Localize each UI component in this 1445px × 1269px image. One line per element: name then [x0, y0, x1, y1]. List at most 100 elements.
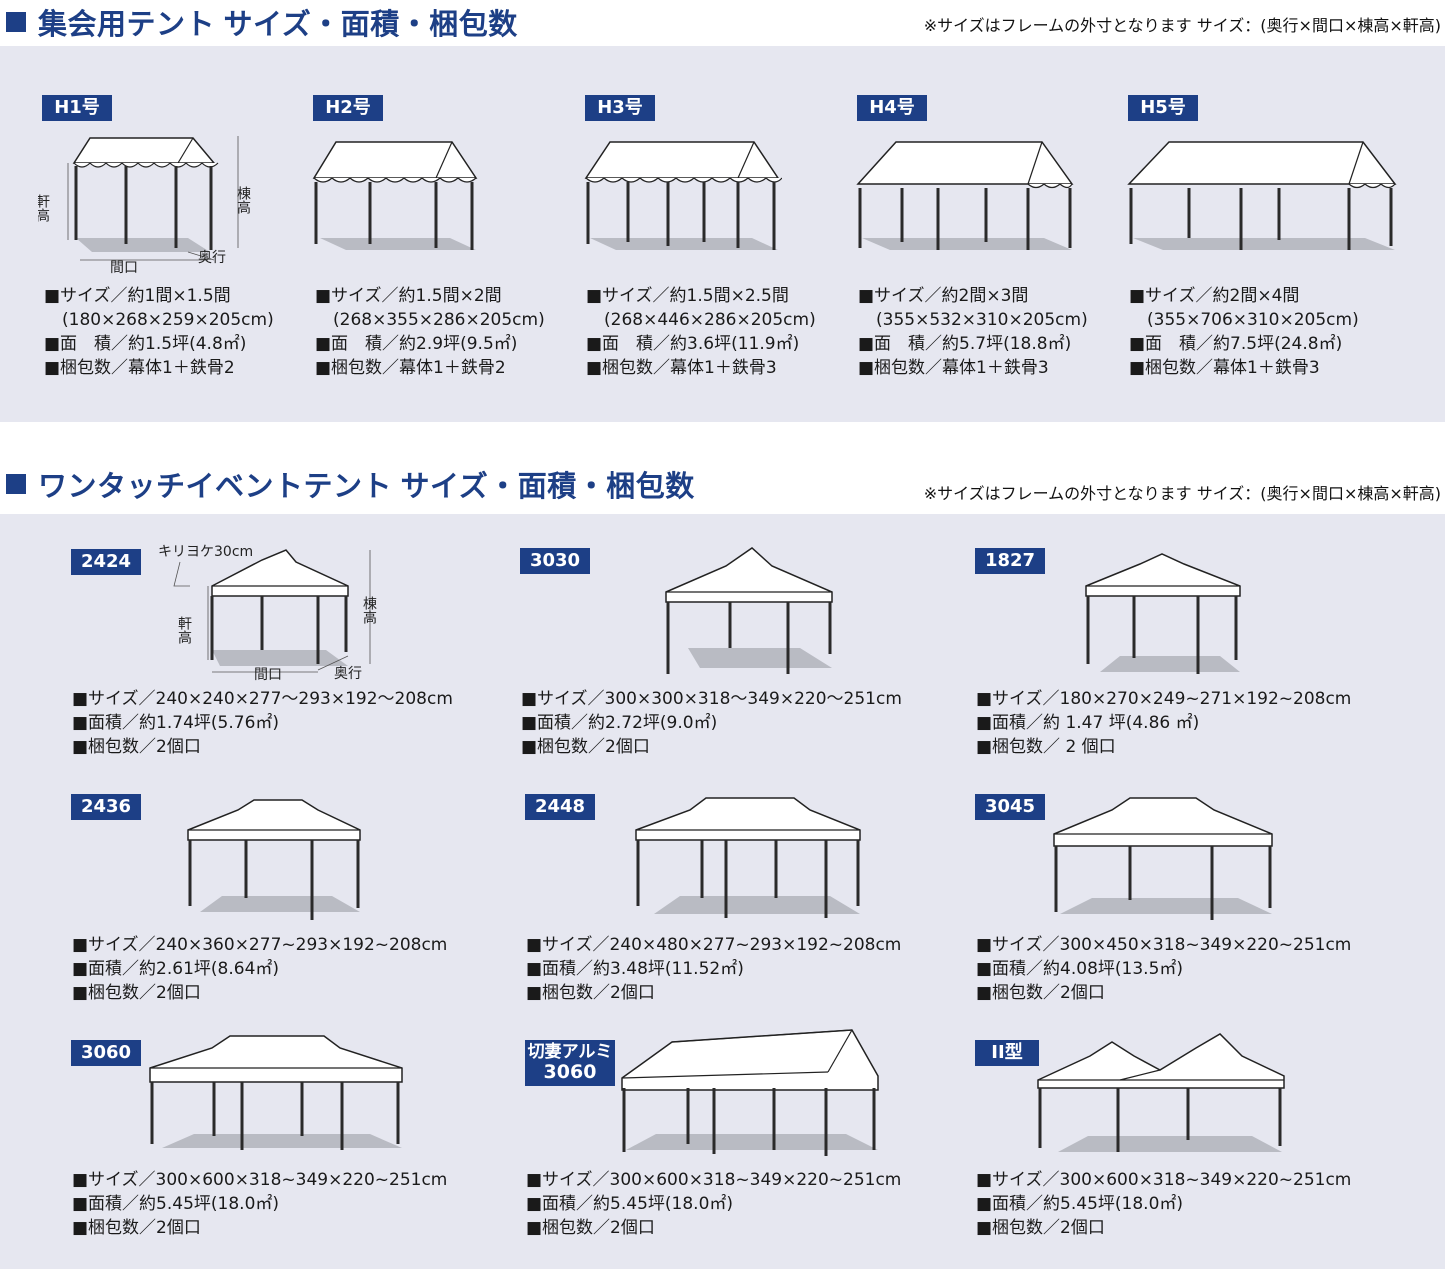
spec-3045-pack: ■梱包数／2個口 [976, 983, 1105, 1003]
badge-h5: H5号 [1128, 95, 1198, 121]
spec-ii-type: ■サイズ／300×600×318~349×220~251cm ■面積／約5.45… [976, 1168, 1351, 1240]
badge-h2: H2号 [313, 95, 383, 121]
spec-h3-area: ■面 積／約3.6坪(11.9㎡) [586, 334, 800, 354]
badge-1827: 1827 [975, 548, 1045, 574]
tent-2436-picture [187, 799, 361, 920]
spec-kirizuma-3060-area: ■面積／約5.45坪(18.0㎡) [526, 1194, 734, 1214]
badge-3045: 3045 [975, 794, 1045, 820]
spec-kirizuma-3060-pack: ■梱包数／2個口 [526, 1218, 655, 1238]
spec-2436-size: ■サイズ／240×360×277~293×192~208cm [72, 935, 448, 955]
tent-3060-picture [149, 1035, 403, 1150]
spec-ii-type-size: ■サイズ／300×600×318~349×220~251cm [976, 1170, 1352, 1190]
tent-ii-type-picture [1037, 1033, 1285, 1152]
spec-3030-area: ■面積／約2.72坪(9.0㎡) [521, 713, 718, 733]
dim-kiri-2424: キリヨケ30cm [158, 544, 253, 560]
spec-h3-pack: ■梱包数／幕体1＋鉄骨3 [586, 358, 777, 378]
spec-h3: ■サイズ／約1.5間×2.5間 (268×446×286×205cm) ■面 積… [586, 284, 816, 380]
spec-1827: ■サイズ／180×270×249~271×192~208cm ■面積／約 1.4… [976, 687, 1351, 759]
spec-1827-area: ■面積／約 1.47 坪(4.86 ㎡) [976, 713, 1200, 733]
spec-h4-size-detail: (355×532×310×205cm) [876, 310, 1088, 330]
spec-1827-pack: ■梱包数／ 2 個口 [976, 737, 1116, 757]
tent-3030-picture [665, 547, 833, 674]
section2-heading: ワンタッチイベントテント サイズ・面積・梱包数 [0, 462, 695, 506]
spec-h4: ■サイズ／約2間×3間 (355×532×310×205cm) ■面 積／約5.… [858, 284, 1088, 380]
spec-2448-pack: ■梱包数／2個口 [526, 983, 655, 1003]
dim-depth-h1: 奥行 [198, 249, 226, 266]
spec-3045: ■サイズ／300×450×318~349×220~251cm ■面積／約4.08… [976, 933, 1351, 1005]
spec-h4-area: ■面 積／約5.7坪(18.8㎡) [858, 334, 1072, 354]
tent-1827-picture [1085, 553, 1241, 674]
spec-3060: ■サイズ／300×600×318~349×220~251cm ■面積／約5.45… [72, 1168, 447, 1240]
spec-h1-size: ■サイズ／約1間×1.5間 [44, 286, 231, 306]
spec-h1: ■サイズ／約1間×1.5間 (180×268×259×205cm) ■面 積／約… [44, 284, 274, 380]
spec-2436-area: ■面積／約2.61坪(8.64㎡) [72, 959, 280, 979]
heading-square-icon [6, 474, 26, 494]
spec-kirizuma-3060: ■サイズ／300×600×318~349×220~251cm ■面積／約5.45… [526, 1168, 901, 1240]
spec-3045-size: ■サイズ／300×450×318~349×220~251cm [976, 935, 1352, 955]
spec-h3-size: ■サイズ／約1.5間×2.5間 [586, 286, 789, 306]
spec-2424: ■サイズ／240×240×277〜293×192〜208cm ■面積／約1.74… [72, 687, 453, 759]
badge-2424: 2424 [71, 549, 141, 575]
spec-h1-area: ■面 積／約1.5坪(4.8㎡) [44, 334, 247, 354]
section2-note: ※サイズはフレームの外寸となります サイズ：(奥行×間口×棟高×軒高) [923, 484, 1441, 503]
tent-h2-picture [312, 141, 478, 250]
section2-title: ワンタッチイベントテント サイズ・面積・梱包数 [38, 471, 695, 503]
badge-ii-type: II型 [975, 1040, 1039, 1066]
heading-square-icon [6, 12, 26, 32]
tent-3045-picture [1053, 797, 1273, 920]
spec-h2-size: ■サイズ／約1.5間×2間 [315, 286, 502, 306]
spec-2424-area: ■面積／約1.74坪(5.76㎡) [72, 713, 280, 733]
spec-2448: ■サイズ／240×480×277~293×192~208cm ■面積／約3.48… [526, 933, 901, 1005]
spec-3060-size: ■サイズ／300×600×318~349×220~251cm [72, 1170, 448, 1190]
spec-h5-size: ■サイズ／約2間×4間 [1129, 286, 1300, 306]
spec-3030-size: ■サイズ／300×300×318〜349×220〜251cm [521, 689, 902, 709]
spec-h4-pack: ■梱包数／幕体1＋鉄骨3 [858, 358, 1049, 378]
dim-eave-h1: 軒高 [38, 194, 50, 222]
spec-kirizuma-3060-size: ■サイズ／300×600×318~349×220~251cm [526, 1170, 902, 1190]
spec-3060-area: ■面積／約5.45坪(18.0㎡) [72, 1194, 280, 1214]
spec-1827-size: ■サイズ／180×270×249~271×192~208cm [976, 689, 1352, 709]
spec-h2-size-detail: (268×355×286×205cm) [333, 310, 545, 330]
tent-h3-picture [584, 141, 782, 250]
badge-2448: 2448 [525, 794, 595, 820]
spec-h2-area: ■面 積／約2.9坪(9.5㎡) [315, 334, 518, 354]
dim-eave-2424: 軒高 [176, 616, 192, 644]
tent-kirizuma-3060-picture [621, 1029, 879, 1156]
spec-2436-pack: ■梱包数／2個口 [72, 983, 201, 1003]
spec-2436: ■サイズ／240×360×277~293×192~208cm ■面積／約2.61… [72, 933, 447, 1005]
section1-panel [0, 46, 1445, 422]
tent-h5-picture [1127, 141, 1397, 250]
badge-h3: H3号 [585, 95, 655, 121]
dim-ridge-h1: 棟高 [235, 186, 251, 214]
spec-h4-size: ■サイズ／約2間×3間 [858, 286, 1029, 306]
spec-2448-size: ■サイズ／240×480×277~293×192~208cm [526, 935, 902, 955]
spec-3030: ■サイズ／300×300×318〜349×220〜251cm ■面積／約2.72… [521, 687, 902, 759]
badge-3030: 3030 [520, 548, 590, 574]
spec-2424-pack: ■梱包数／2個口 [72, 737, 201, 757]
spec-2448-area: ■面積／約3.48坪(11.52㎡) [526, 959, 744, 979]
spec-2424-size: ■サイズ／240×240×277〜293×192〜208cm [72, 689, 453, 709]
spec-3060-pack: ■梱包数／2個口 [72, 1218, 201, 1238]
spec-ii-type-area: ■面積／約5.45坪(18.0㎡) [976, 1194, 1184, 1214]
dim-width-2424: 間口 [254, 667, 282, 683]
spec-ii-type-pack: ■梱包数／2個口 [976, 1218, 1105, 1238]
spec-h1-size-detail: (180×268×259×205cm) [62, 310, 274, 330]
section1-title: 集会用テント サイズ・面積・梱包数 [38, 9, 518, 41]
spec-h1-pack: ■梱包数／幕体1＋鉄骨2 [44, 358, 235, 378]
tent-2424-picture: キリヨケ30cm 軒高 棟高 間口 奥行 [158, 544, 377, 683]
tent-h1-picture: 軒高 棟高 間口 奥行 [38, 136, 251, 276]
section1-note: ※サイズはフレームの外寸となります サイズ：(奥行×間口×棟高×軒高) [923, 16, 1441, 35]
spec-h2: ■サイズ／約1.5間×2間 (268×355×286×205cm) ■面 積／約… [315, 284, 545, 380]
badge-kirizuma-3060: 切妻アルミ 3060 [525, 1040, 615, 1086]
spec-h2-pack: ■梱包数／幕体1＋鉄骨2 [315, 358, 506, 378]
spec-h5: ■サイズ／約2間×4間 (355×706×310×205cm) ■面 積／約7.… [1129, 284, 1359, 380]
tent-2448-picture [635, 797, 861, 918]
spec-3030-pack: ■梱包数／2個口 [521, 737, 650, 757]
spec-h3-size-detail: (268×446×286×205cm) [604, 310, 816, 330]
section1-heading: 集会用テント サイズ・面積・梱包数 [0, 0, 518, 44]
badge-kirizuma-line2: 3060 [543, 1061, 597, 1083]
dim-ridge-2424: 棟高 [361, 596, 377, 624]
spec-h5-pack: ■梱包数／幕体1＋鉄骨3 [1129, 358, 1320, 378]
tent-h4-picture [856, 141, 1074, 250]
spec-h5-area: ■面 積／約7.5坪(24.8㎡) [1129, 334, 1343, 354]
